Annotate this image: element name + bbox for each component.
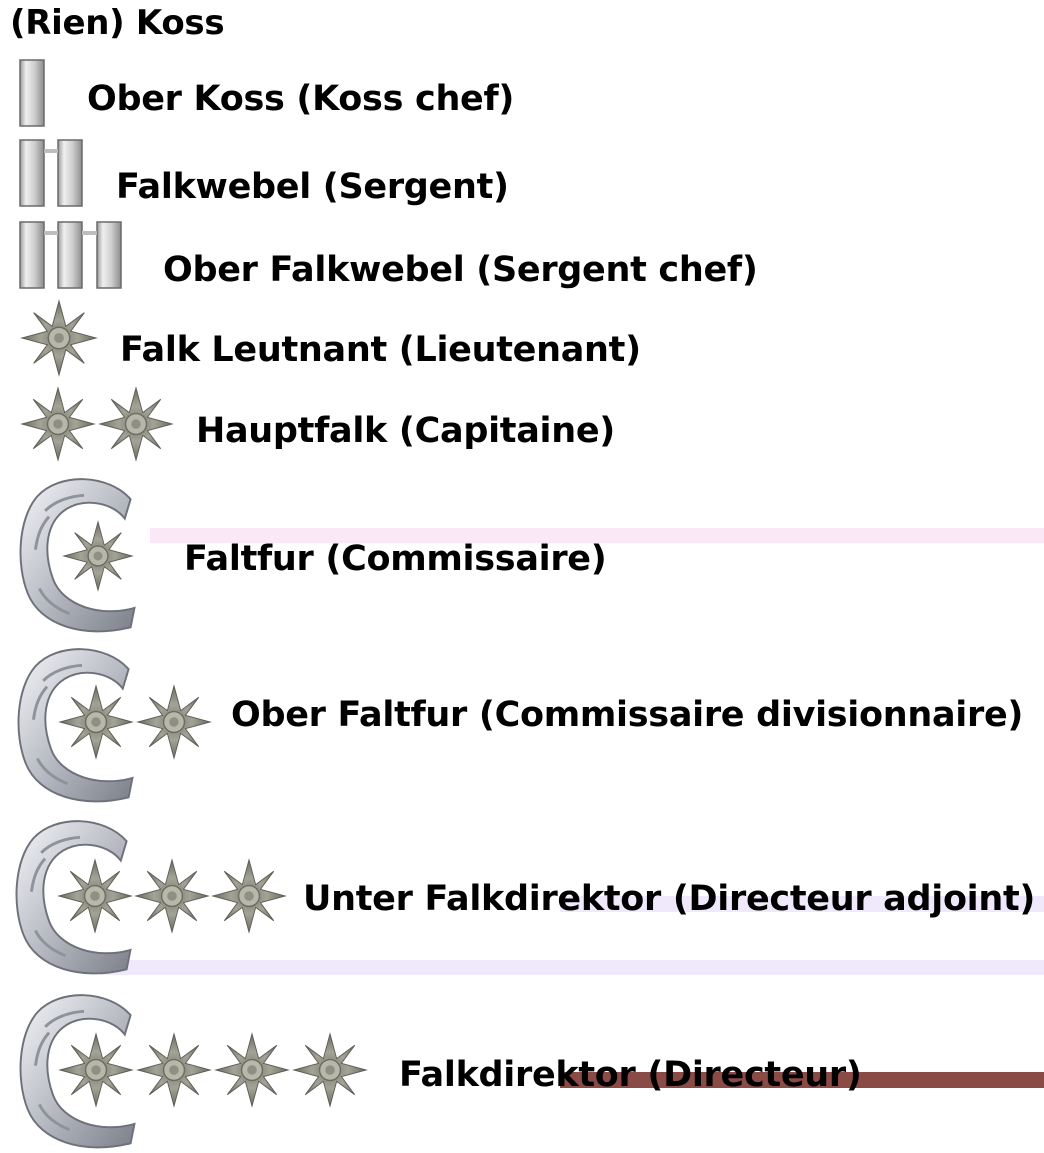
- rank-label: Falkwebel (Sergent): [116, 167, 509, 207]
- rank-label: Falkdirektor (Directeur): [399, 1055, 862, 1095]
- rank-label: Faltfur (Commissaire): [184, 539, 607, 579]
- rank-label: Ober Falkwebel (Sergent chef): [163, 250, 758, 290]
- artifact-strip: [560, 1072, 1044, 1088]
- pip-star-icon: [212, 859, 286, 933]
- pip-star-icon: [135, 859, 209, 933]
- pip-star-icon: [99, 387, 173, 461]
- silver-bar-icon: [19, 59, 45, 127]
- rank-label: (Rien) Koss: [10, 3, 225, 43]
- pip-star-icon: [137, 1033, 211, 1107]
- rank-label: Falk Leutnant (Lieutenant): [120, 330, 641, 370]
- pip-star-icon: [215, 1033, 289, 1107]
- pip-star-icon: [58, 859, 132, 933]
- artifact-strip: [150, 528, 1044, 543]
- pip-star-icon: [293, 1033, 367, 1107]
- pip-star-icon: [59, 1033, 133, 1107]
- rank-label: Unter Falkdirektor (Directeur adjoint): [303, 879, 1036, 919]
- rank-label: Ober Koss (Koss chef): [87, 79, 515, 119]
- rank-label: Hauptfalk (Capitaine): [196, 411, 615, 451]
- pip-star-icon: [21, 300, 97, 376]
- silver-bar-icon: [19, 139, 83, 207]
- pip-star-icon: [137, 685, 211, 759]
- artifact-strip: [100, 960, 1044, 975]
- silver-bar-icon: [19, 221, 122, 289]
- rank-label: Ober Faltfur (Commissaire divisionnaire): [231, 695, 1024, 735]
- artifact-strip: [560, 896, 1044, 912]
- pip-star-icon: [21, 387, 95, 461]
- pip-star-icon: [63, 521, 133, 591]
- pip-star-icon: [59, 685, 133, 759]
